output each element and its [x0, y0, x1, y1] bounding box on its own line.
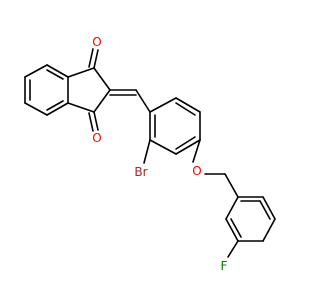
bond: [149, 139, 177, 155]
bond: [262, 196, 276, 220]
aromatic-inner-bond: [175, 102, 196, 116]
bond: [24, 64, 48, 78]
ch2-ring-bond: [224, 173, 239, 198]
bond: [93, 89, 111, 113]
bond: [67, 67, 95, 78]
carbonyl-bond: [88, 112, 94, 132]
ether-oxygen-atom-label: O: [192, 164, 201, 178]
c-o-bond: [192, 139, 201, 163]
oxygen-atom-label: O: [92, 35, 101, 49]
carbonyl-bond: [93, 49, 99, 69]
c-br-bond: [143, 139, 151, 164]
bond: [175, 139, 201, 155]
bond: [135, 89, 151, 113]
aromatic-inner-bond: [46, 69, 64, 80]
bromine-atom-label: Br: [134, 165, 147, 179]
bond: [262, 218, 276, 242]
bond: [46, 64, 69, 78]
aromatic-inner-bond: [230, 218, 242, 238]
bond: [24, 102, 48, 116]
atom-labels: O O Br O F: [92, 35, 227, 273]
c-f-bond: [227, 240, 239, 258]
aromatic-inner-bond: [259, 200, 271, 220]
oxygen-atom-label: O: [92, 131, 101, 145]
bond: [149, 97, 177, 113]
fluorine-atom-label: F: [221, 259, 228, 273]
aromatic-inner-bond: [175, 136, 196, 150]
canvas-background: [0, 0, 300, 300]
carbonyl-bond: [88, 48, 94, 68]
bond: [175, 97, 201, 113]
carbonyl-bond: [93, 111, 99, 131]
molecular-structure-diagram: O O Br O F: [0, 0, 300, 300]
bond: [67, 102, 95, 113]
bond: [46, 102, 69, 116]
aromatic-inner-bond: [46, 100, 64, 111]
bonds: [24, 48, 276, 258]
bond: [225, 218, 239, 242]
bond: [225, 196, 239, 220]
bond: [93, 67, 111, 91]
